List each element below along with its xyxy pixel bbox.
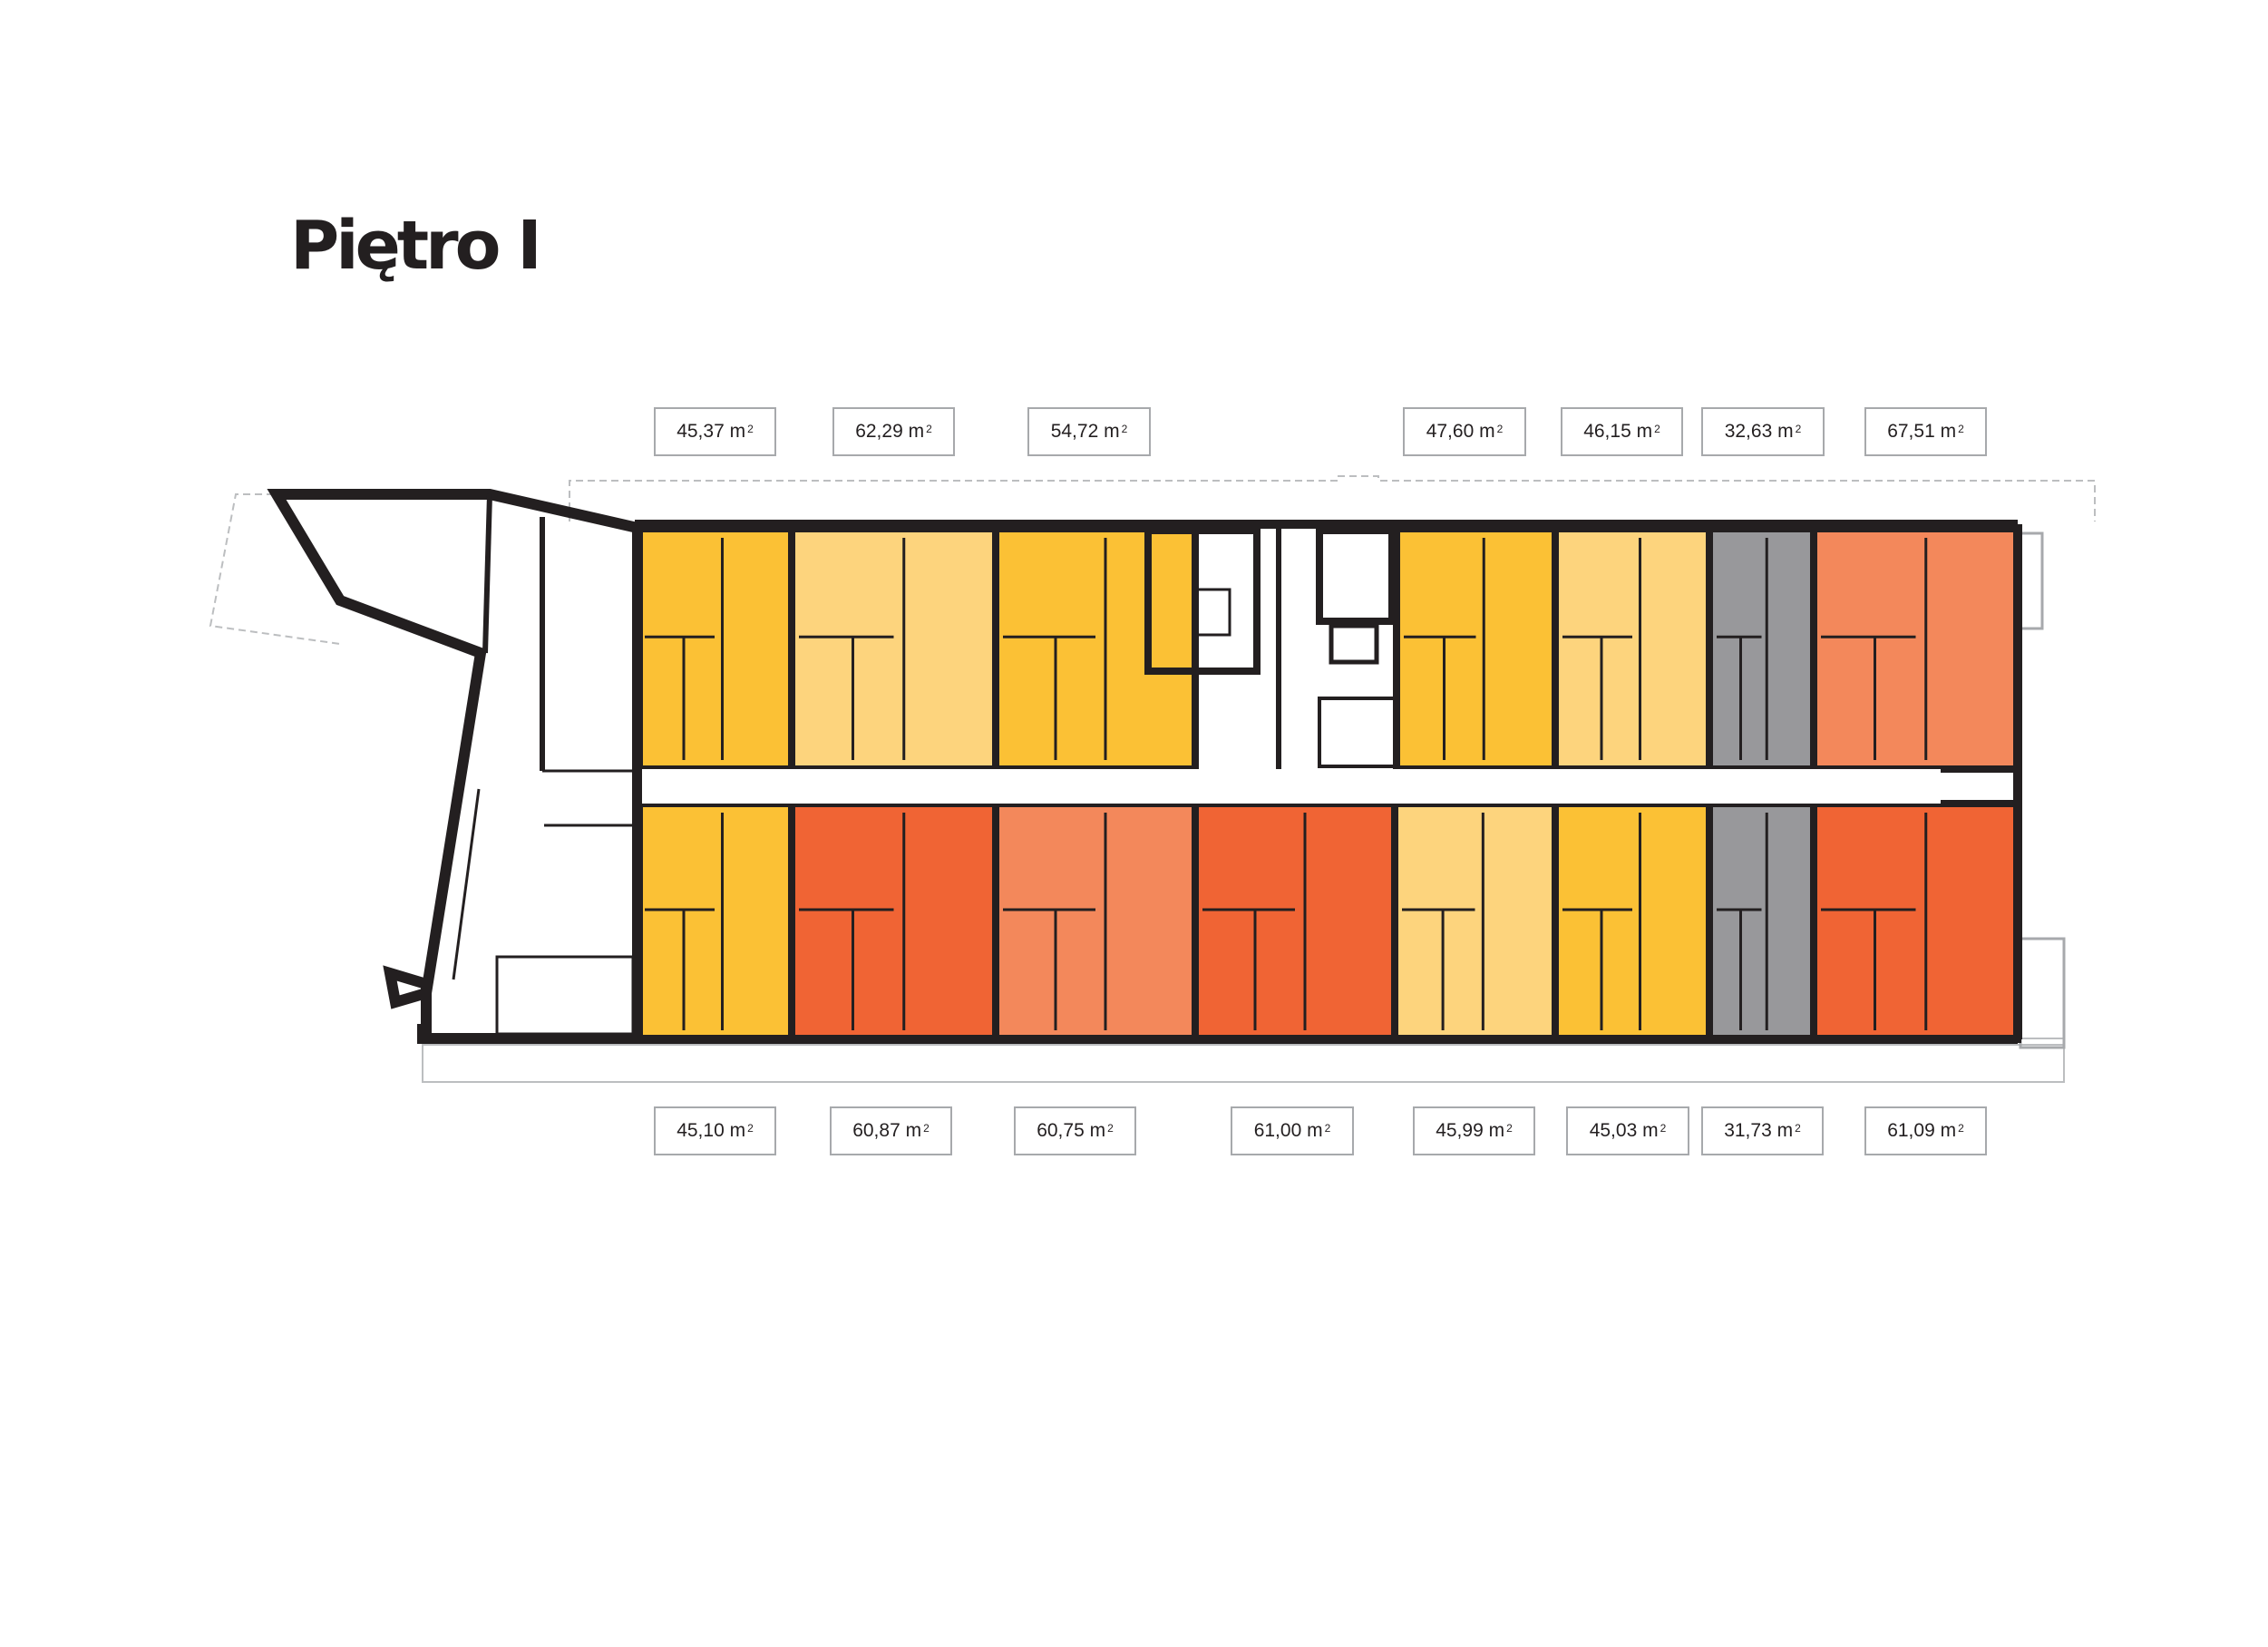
top-apartment-1[interactable] <box>634 525 795 773</box>
area-unit-exponent: 2 <box>1107 1122 1114 1135</box>
area-value: 45,99 m <box>1436 1120 1505 1141</box>
west-wing-inner-wall <box>482 493 492 654</box>
area-value: 61,00 m <box>1253 1120 1323 1141</box>
area-unit-exponent: 2 <box>1660 1122 1667 1135</box>
bottom-apartment-fill <box>634 800 795 1043</box>
page-title: Piętro I <box>290 207 542 285</box>
area-unit-exponent: 2 <box>1795 423 1802 435</box>
top-apartment-fill <box>1706 525 1817 773</box>
top-balcony-outline <box>569 475 2096 521</box>
main-corridor <box>635 769 1941 804</box>
area-unit-exponent: 2 <box>1795 1122 1801 1135</box>
bottom-apartment-fill <box>1391 800 1559 1043</box>
bottom-apartment-2[interactable] <box>788 800 999 1043</box>
area-value: 31,73 m <box>1724 1120 1794 1141</box>
area-unit-exponent: 2 <box>747 1122 754 1135</box>
central-core <box>1144 524 1398 769</box>
top-apartment-fill <box>992 525 1199 773</box>
top-apartment-3[interactable] <box>992 525 1199 773</box>
lift-shaft <box>1329 623 1379 665</box>
area-value: 54,72 m <box>1050 421 1120 442</box>
area-unit-exponent: 2 <box>926 423 932 435</box>
top-apartment-2[interactable] <box>788 525 999 773</box>
balcony-outlines <box>209 475 2096 645</box>
bottom-apartment-3[interactable] <box>992 800 1199 1043</box>
area-value: 45,03 m <box>1589 1120 1659 1141</box>
east-balconies <box>2013 531 2066 1049</box>
area-unit-exponent: 2 <box>747 423 754 435</box>
area-unit-exponent: 2 <box>1958 423 1964 435</box>
area-value: 45,10 m <box>677 1120 746 1141</box>
bottom-apartment-fill <box>1706 800 1817 1043</box>
area-unit-exponent: 2 <box>1121 423 1128 435</box>
stair-core-landing <box>1192 588 1231 637</box>
area-value: 61,09 m <box>1887 1120 1957 1141</box>
east-balcony-bottom <box>2019 937 2066 1049</box>
area-value: 45,37 m <box>677 421 746 442</box>
area-value: 60,87 m <box>852 1120 922 1141</box>
top-apartment-fill <box>1552 525 1713 773</box>
area-value: 60,75 m <box>1037 1120 1106 1141</box>
bottom-apartment-fill <box>1192 800 1398 1043</box>
top-apartment-fill <box>1810 525 2021 773</box>
bottom-apartment-fill <box>788 800 999 1043</box>
top-apartment-fill <box>788 525 999 773</box>
building-walls <box>423 520 2022 1044</box>
area-unit-exponent: 2 <box>1496 423 1504 435</box>
area-unit-exponent: 2 <box>923 1122 930 1135</box>
area-unit-exponent: 2 <box>1654 423 1660 435</box>
area-value: 47,60 m <box>1426 421 1495 442</box>
bottom-apartment-7[interactable] <box>1706 800 1817 1043</box>
top-apartment-fill <box>634 525 795 773</box>
bottom-apartment-6[interactable] <box>1552 800 1713 1043</box>
area-value: 32,63 m <box>1724 421 1794 442</box>
lift-core <box>1316 527 1396 625</box>
west-lobby-wall <box>452 788 481 980</box>
area-unit-exponent: 2 <box>1324 1122 1331 1135</box>
bottom-apartment-5[interactable] <box>1391 800 1559 1043</box>
bottom-apartment-fill <box>1810 800 2021 1043</box>
area-unit-exponent: 2 <box>1506 1122 1513 1135</box>
stair-core <box>1144 527 1261 675</box>
bottom-apartment-4[interactable] <box>1192 800 1398 1043</box>
top-apartment-4[interactable] <box>1393 525 1559 773</box>
area-value: 46,15 m <box>1583 421 1653 442</box>
bottom-terrace <box>422 1038 2065 1083</box>
west-terrace-outline <box>209 493 341 645</box>
west-stair-block <box>495 955 635 1036</box>
bottom-apartment-fill <box>992 800 1199 1043</box>
area-value: 62,29 m <box>855 421 925 442</box>
area-value: 67,51 m <box>1887 421 1957 442</box>
bottom-apartment-fill <box>1552 800 1713 1043</box>
bottom-apartment-1[interactable] <box>634 800 795 1043</box>
bottom-apartment-8[interactable] <box>1810 800 2021 1043</box>
top-apartment-6[interactable] <box>1706 525 1817 773</box>
apartment-units <box>634 525 2021 1043</box>
top-apartment-7[interactable] <box>1810 525 2021 773</box>
west-wing <box>267 489 643 1044</box>
area-unit-exponent: 2 <box>1958 1122 1964 1135</box>
core-service-room <box>1318 697 1398 768</box>
top-apartment-fill <box>1393 525 1559 773</box>
top-apartment-5[interactable] <box>1552 525 1713 773</box>
